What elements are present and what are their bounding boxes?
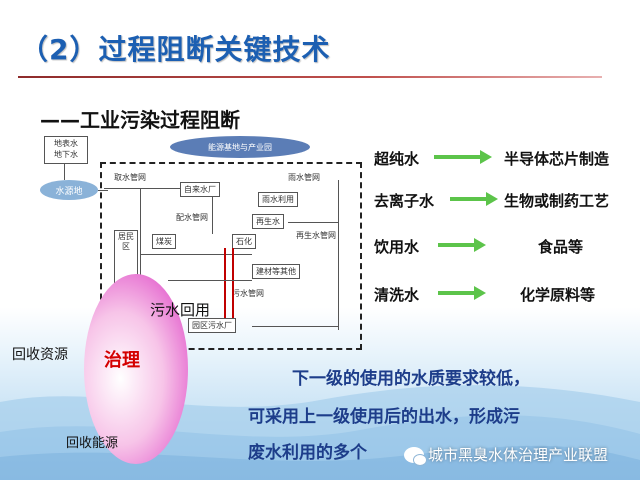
connector-line [98,190,108,191]
connector-line [288,222,338,223]
pair-left-3: 清洗水 [374,286,420,304]
energy-base-ellipse: 能源基地与产业园 [170,136,310,158]
right-arrow-icon [438,238,486,252]
body-text-line-3: 废水利用的多个 [248,443,367,463]
industrial-park-frame [100,162,362,350]
sewage-network-label: 污水管网 [232,289,264,298]
pair-left-0: 超纯水 [374,150,420,168]
sewage-flow-arrow [224,248,226,318]
distribution-network-label: 配水管网 [176,213,208,222]
coal-box: 煤炭 [152,234,176,249]
petrochem-box: 石化 [232,234,256,249]
connector-line [338,180,339,330]
sewage-reuse-label: 污水回用 [150,301,211,319]
govern-label: 治理 [104,350,140,371]
connector-line [212,196,213,234]
sewage-flow-arrow [232,248,234,318]
park-sewage-plant-box: 园区污水厂 [188,318,236,333]
rainwater-use-box: 雨水利用 [258,192,298,207]
pair-left-1: 去离子水 [374,192,435,210]
recover-energy-label: 回收能源 [66,436,119,451]
pair-right-2: 食品等 [538,238,584,256]
connector-line [64,164,65,180]
pair-right-0: 半导体芯片制造 [504,150,610,168]
connector-line [104,188,180,189]
wechat-icon [404,446,427,466]
intake-network-label: 取水管网 [114,173,146,182]
pair-right-3: 化学原料等 [520,286,596,304]
process-diagram: 地表水 地下水 水源地 能源基地与产业园 取水管网 自来水厂 雨水管网 雨水利用… [40,130,362,350]
surface-ground-water-box: 地表水 地下水 [44,136,88,164]
right-arrow-icon [438,286,486,300]
connector-line [140,254,252,255]
waterworks-box: 自来水厂 [180,182,220,197]
right-arrow-icon [434,150,492,164]
water-source-ellipse: 水源地 [40,180,98,200]
connector-line [252,326,338,327]
pair-right-1: 生物或制药工艺 [504,192,610,210]
reclaimed-network-label: 再生水管网 [296,231,336,240]
connector-line [140,188,141,328]
recover-resources-label: 回收资源 [12,347,68,363]
wechat-watermark: 城市黑臭水体治理产业联盟 [404,444,609,466]
watermark-text: 城市黑臭水体治理产业联盟 [428,446,609,464]
right-arrow-icon [450,192,498,206]
connector-line [168,280,252,281]
title-divider [18,76,602,78]
slide-title: （2）过程阻断关键技术 [20,33,331,66]
reclaimed-water-box: 再生水 [252,214,284,229]
slide-subtitle: ——工业污染过程阻断 [40,108,240,132]
treatment-circle [84,274,188,464]
building-materials-box: 建材等其他 [252,264,300,279]
body-text-line-2: 可采用上一级使用后的出水，形成污 [248,407,520,427]
rain-network-label: 雨水管网 [288,173,320,182]
pair-left-2: 饮用水 [374,238,420,256]
body-text-line-1: 下一级的使用的水质要求较低， [292,369,530,389]
